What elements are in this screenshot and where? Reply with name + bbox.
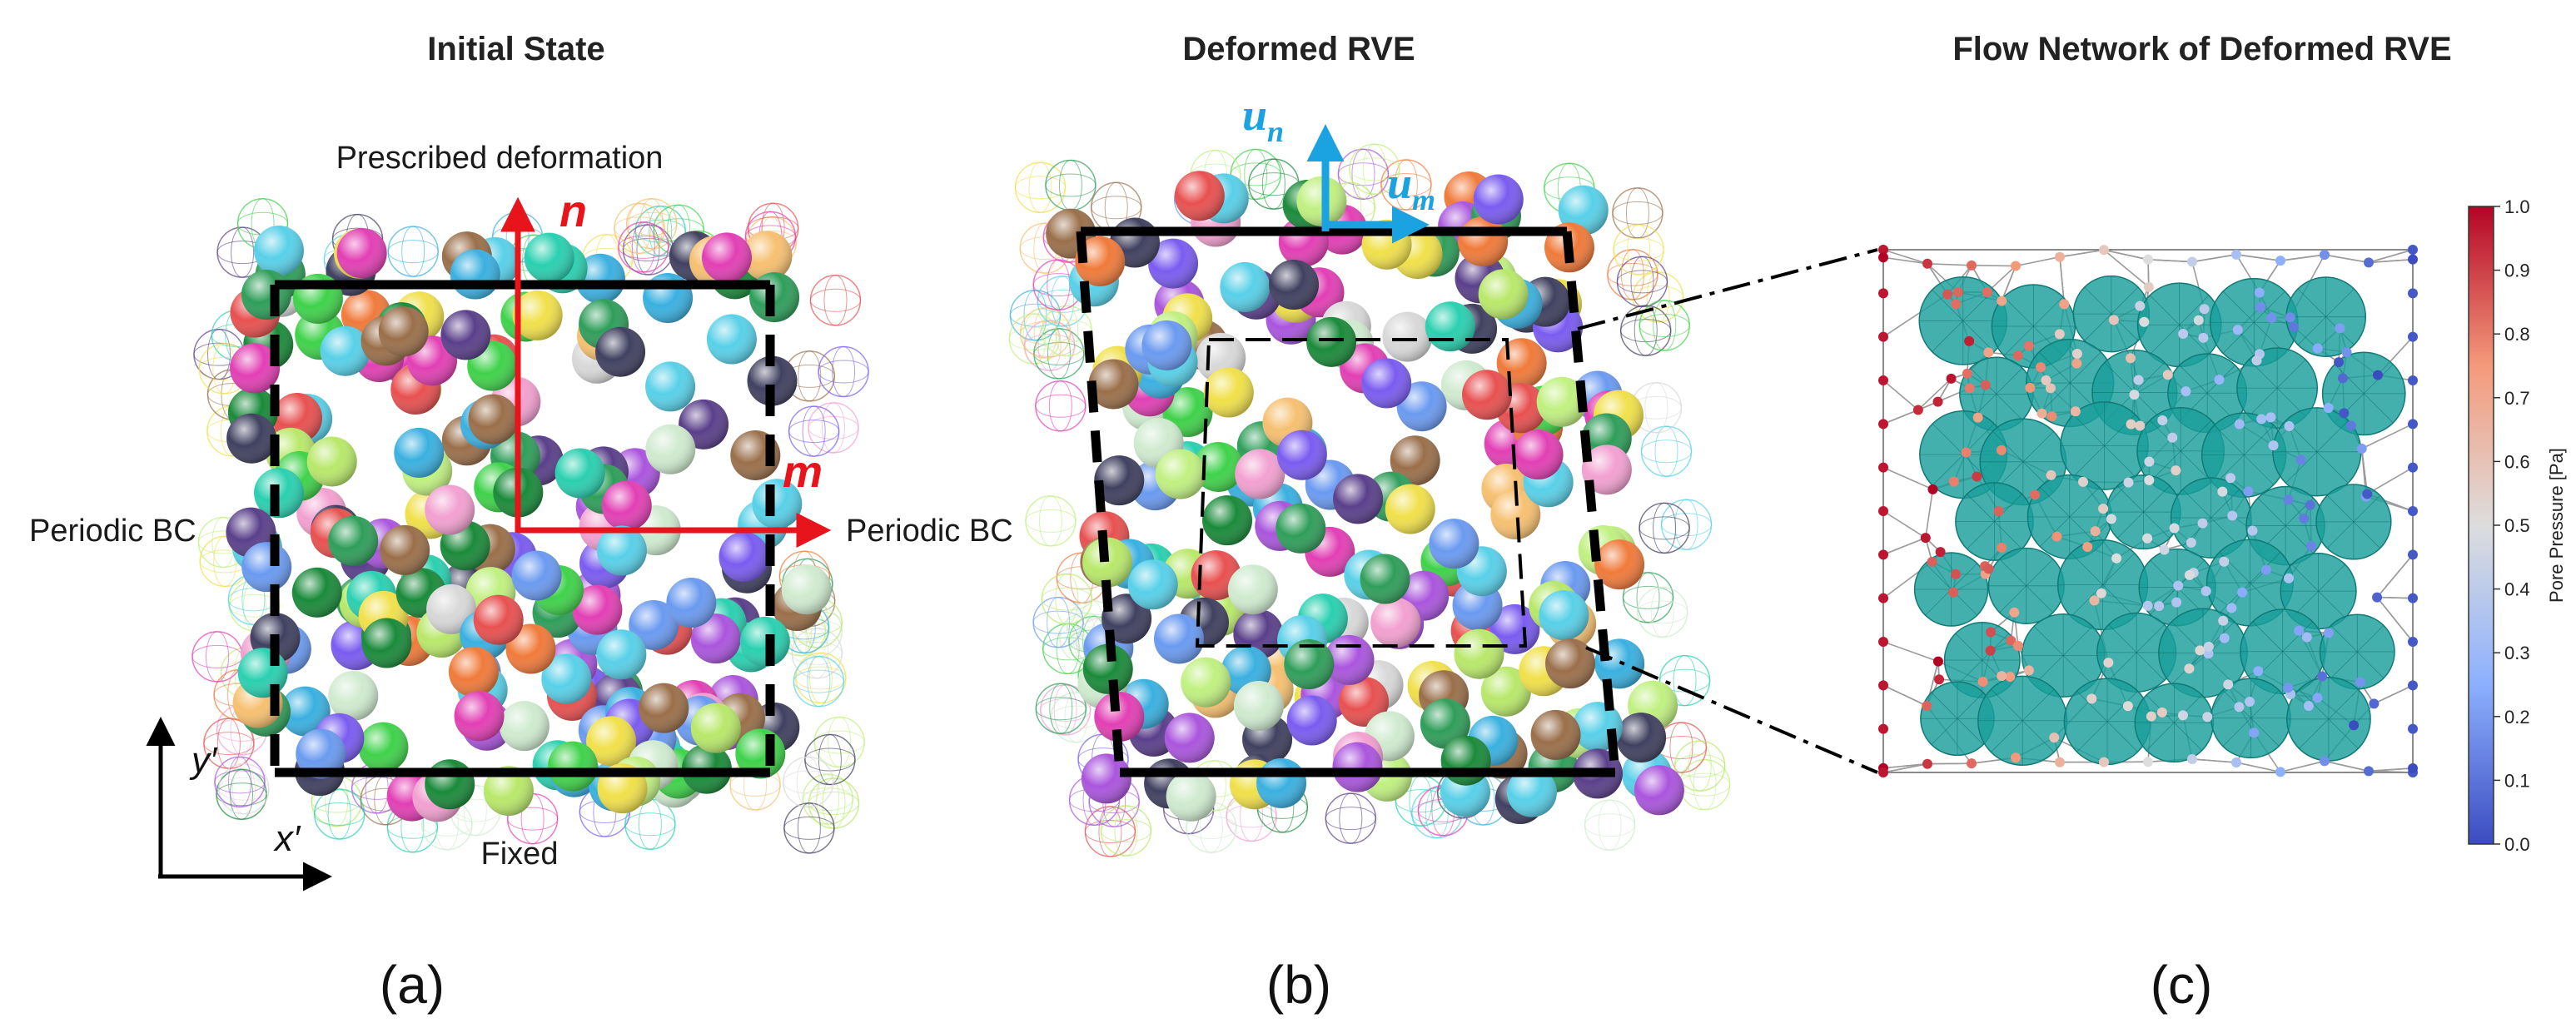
colorbar-tick-label: 0.4 [2504,579,2530,600]
colorbar-tick-label: 0.6 [2504,451,2530,472]
y-prime-label: y′ [189,740,218,781]
panel-b-letter: (b) [1266,955,1331,1015]
zoom-connector-top [1577,248,1878,330]
flow-network [1878,245,2418,777]
colorbar-tick-label: 0.7 [2504,388,2530,409]
particle-assembly-b [1008,143,1731,857]
panel-a-title: Initial State [427,31,604,67]
colorbar-ticks: 0.0 0.1 0.2 0.3 0.4 0.5 0.6 0.7 0.8 0.9 1.0 [2494,196,2530,855]
right-periodic-bc-label: Periodic BC [846,514,1013,549]
panel-b: Deformed RVE un um (b) [1008,31,1878,1015]
panel-c: Flow Network of Deformed RVE 0.00.10.20.… [1878,31,2567,1015]
colorbar-tick-label: 0.2 [2504,707,2530,728]
colorbar-tick-label: 0.5 [2504,515,2530,536]
colorbar-tick-label: 0.0 [2504,834,2530,855]
zoom-connector-bottom [1585,646,1878,774]
fixed-label: Fixed [481,837,559,872]
zoom-region-b [1195,338,1528,648]
un-label: un [1242,90,1284,148]
x-prime-label: x′ [273,818,301,859]
rve-frame-a [270,280,775,777]
colorbar-tick-label: 0.9 [2504,261,2530,281]
um-label: um [1387,158,1435,216]
colorbar-tick-label: 0.8 [2504,324,2530,345]
left-periodic-bc-label: Periodic BC [29,514,196,549]
panel-c-letter: (c) [2151,955,2213,1015]
panel-a-letter: (a) [380,955,445,1015]
colorbar-tick-label: 1.0 [2504,196,2530,217]
coordinate-axes: y′ x′ [146,717,332,891]
colorbar-tick-label: 0.1 [2504,770,2530,791]
pore-pressure-colorbar: 0.0 0.1 0.2 0.3 0.4 0.5 0.6 0.7 0.8 0.9 1.0 Pore P… [2468,196,2567,855]
panel-a: Initial State n m Prescribed deformation… [29,31,1013,1015]
panel-c-title: Flow Network of Deformed RVE [1952,31,2451,67]
m-axis-label: m [783,447,823,497]
n-axis-label: n [559,186,587,236]
colorbar-tick-label: 0.3 [2504,643,2530,663]
panel-b-title: Deformed RVE [1182,31,1415,67]
particle-assembly-a [191,197,869,854]
prescribed-deformation-label: Prescribed deformation [336,141,664,176]
colorbar-title: Pore Pressure [Pa] [2546,448,2567,603]
